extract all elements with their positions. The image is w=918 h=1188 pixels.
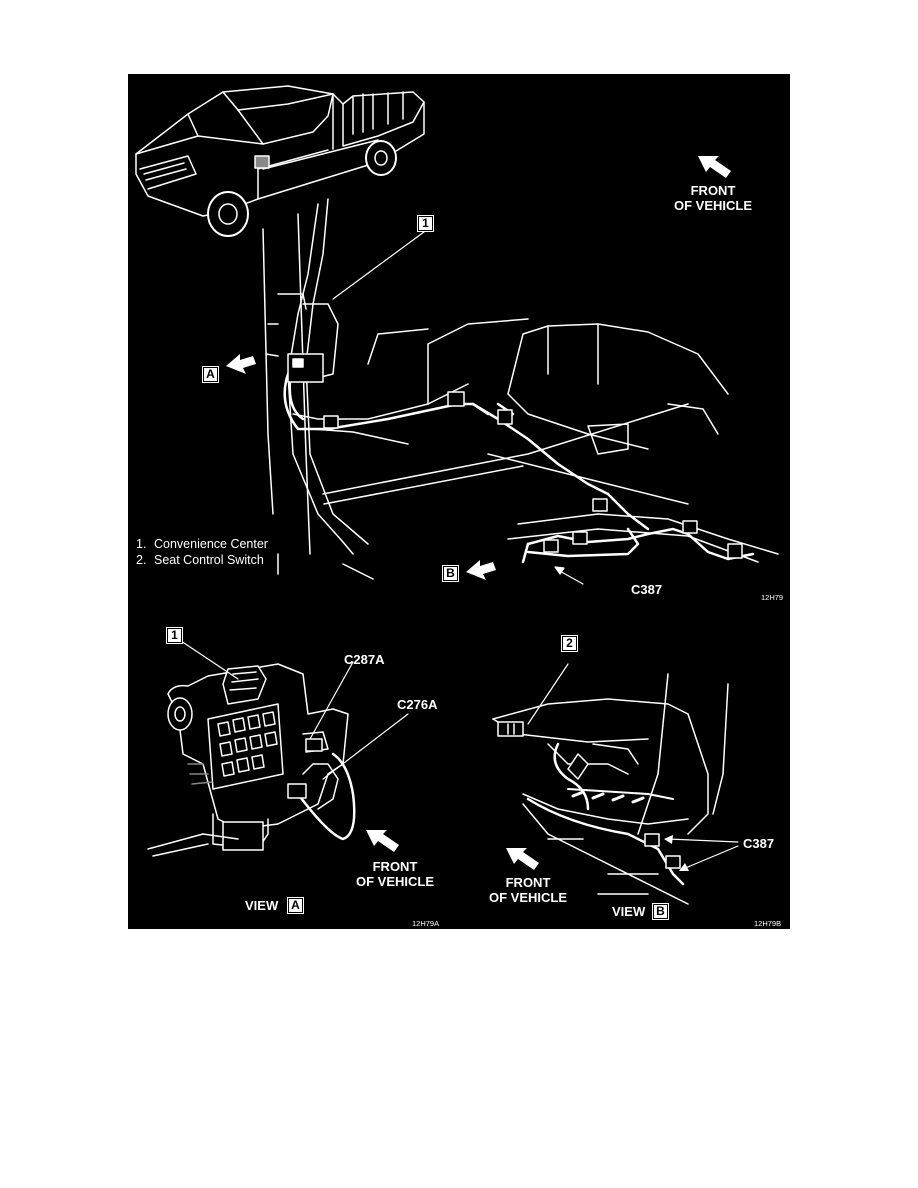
legend: 1.Convenience Center 2.Seat Control Swit… bbox=[136, 536, 268, 568]
figure-code-view-a: 12H79A bbox=[412, 919, 440, 928]
view-a-callout-1: 1 bbox=[166, 627, 183, 644]
wiring-illustration bbox=[128, 85, 790, 905]
main-arrows bbox=[226, 156, 731, 580]
figure-code-view-b: 12H79B bbox=[754, 919, 782, 928]
main-connectors bbox=[287, 353, 743, 559]
callout-a: A bbox=[202, 366, 219, 383]
view-b-title: VIEW bbox=[612, 904, 646, 919]
view-a-front-label: FRONT OF VEHICLE bbox=[355, 859, 434, 889]
view-a-leaders bbox=[177, 638, 409, 780]
arrow-a-icon bbox=[226, 354, 256, 374]
view-b-illustration bbox=[492, 673, 729, 905]
view-a-illustration bbox=[147, 663, 356, 857]
legend-item: 2.Seat Control Switch bbox=[136, 553, 264, 567]
front-arrow-icon bbox=[698, 156, 731, 178]
view-b-c387-label: C387 bbox=[743, 836, 775, 851]
main-leaders bbox=[332, 228, 584, 585]
legend-item: 1.Convenience Center bbox=[136, 537, 268, 551]
connector-c387-label: C387 bbox=[631, 582, 663, 597]
main-harness bbox=[283, 372, 755, 564]
view-b-front-arrow-icon bbox=[506, 848, 539, 870]
view-a-box: A bbox=[287, 897, 304, 914]
cab-interior bbox=[262, 198, 779, 580]
view-a-title: VIEW bbox=[245, 898, 279, 913]
connector-c276a-label: C276A bbox=[397, 697, 438, 712]
figure-code-main: 12H79 bbox=[761, 593, 784, 602]
view-b-callout-2: 2 bbox=[561, 635, 578, 652]
view-b-box: B bbox=[652, 903, 669, 920]
truck-illustration bbox=[135, 85, 425, 237]
view-b-front-label: FRONT OF VEHICLE bbox=[488, 875, 567, 905]
front-of-vehicle-label: FRONT OF VEHICLE bbox=[663, 183, 763, 213]
view-a-front-arrow-icon bbox=[366, 830, 399, 852]
callout-1: 1 bbox=[417, 215, 434, 232]
view-b-leaders bbox=[527, 663, 739, 870]
arrow-b-icon bbox=[466, 560, 496, 580]
front-label-line2: OF VEHICLE bbox=[673, 198, 752, 213]
front-label-line1: FRONT bbox=[690, 183, 736, 198]
connector-c287a-label: C287A bbox=[344, 652, 385, 667]
diagram-panel: 1 A B FRONT OF VEHICLE 1.Convenience Cen… bbox=[128, 74, 790, 929]
callout-b: B bbox=[442, 565, 459, 582]
